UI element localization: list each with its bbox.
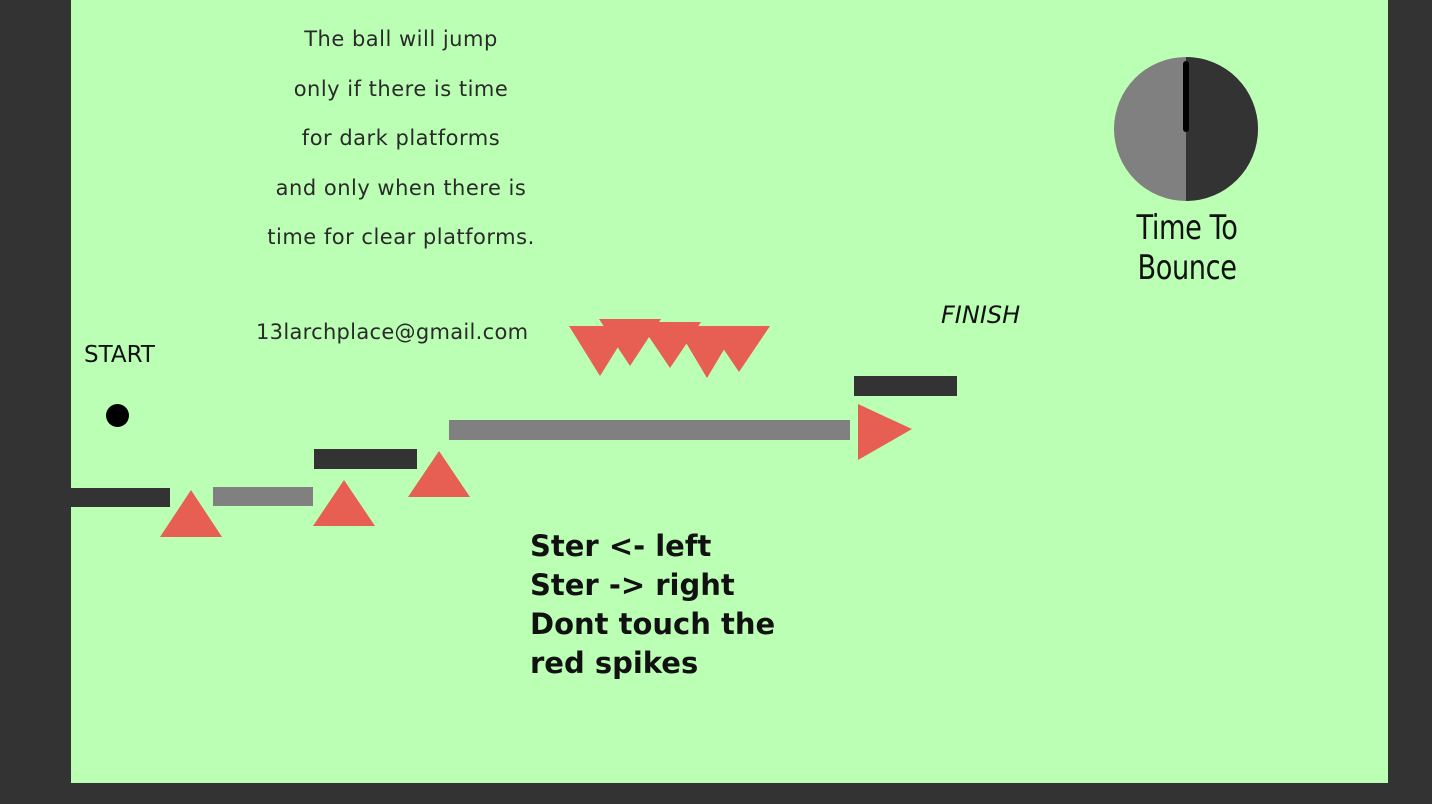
control-right-text: Ster -> right — [530, 568, 735, 602]
bounce-timer-clock-icon — [1114, 57, 1258, 201]
clear-platform — [449, 420, 850, 440]
timer-dark-half — [1186, 57, 1258, 201]
control-left-text: Ster <- left — [530, 529, 712, 563]
player-ball[interactable] — [106, 404, 129, 427]
red-spike — [408, 451, 470, 497]
red-spike — [160, 490, 222, 537]
dark-platform — [854, 376, 957, 396]
controls-help: Ster <- left Ster -> right Dont touch th… — [530, 527, 775, 683]
red-spike — [708, 326, 770, 372]
warning-text-line2: red spikes — [530, 646, 699, 680]
dark-platform — [71, 488, 170, 507]
instruction-line: time for clear platforms. — [267, 225, 535, 249]
game-field[interactable]: The ball will jump only if there is time… — [71, 0, 1388, 783]
finish-label: FINISH — [941, 301, 1021, 329]
spikes-layer — [160, 319, 912, 537]
dark-platform — [314, 449, 417, 469]
red-spike — [858, 404, 912, 460]
instruction-line: only if there is time — [293, 76, 509, 101]
instruction-line: for dark platforms — [301, 126, 501, 150]
red-spike — [313, 480, 375, 526]
instructions-text: The ball will jump only if there is time… — [251, 22, 551, 270]
instruction-line: The ball will jump — [304, 27, 498, 51]
clear-platform — [213, 487, 313, 506]
instruction-line: and only when there is — [275, 175, 527, 200]
contact-email: 13larchplace@gmail.com — [256, 320, 529, 344]
start-label: START — [84, 342, 155, 368]
timer-label: Time To Bounce — [1136, 208, 1238, 288]
warning-text-line1: Dont touch the — [530, 607, 776, 641]
